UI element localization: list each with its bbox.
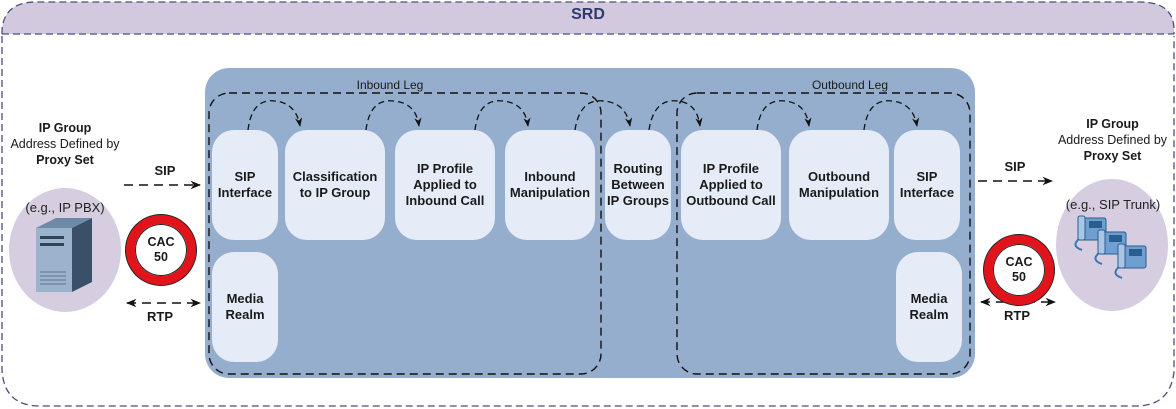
endpoint-left-title: IP Group: [38, 121, 92, 135]
endpoint-right-title-block: IP Group Address Defined by Proxy Set: [1050, 116, 1175, 164]
outbound-leg-boundary: [676, 92, 971, 375]
media-realm-inbound: Media Realm: [212, 252, 278, 362]
server-icon: [36, 218, 92, 292]
sip-label-right: SIP: [1004, 159, 1026, 174]
endpoint-right-example: (e.g., SIP Trunk): [1065, 197, 1161, 212]
flow-arrow: [474, 100, 531, 131]
endpoint-right-emphasis: Proxy Set: [1083, 149, 1142, 163]
stage-outbound-manipulation: Outbound Manipulation: [789, 130, 889, 240]
stage-sip-interface-outbound: SIP Interface: [894, 130, 960, 240]
stage-sip-interface-inbound: SIP Interface: [212, 130, 278, 240]
stage-classification: Classification to IP Group: [285, 130, 385, 240]
srd-header: [2, 2, 1174, 34]
endpoint-left-emphasis: Proxy Set: [36, 153, 94, 167]
flow-arrow: [365, 100, 422, 131]
stage-inbound-manipulation: Inbound Manipulation: [505, 130, 595, 240]
ip-phones-icon: [1074, 215, 1147, 279]
cac-right-label: CAC: [1005, 255, 1033, 269]
cac-left-value: 50: [154, 250, 168, 264]
flow-arrow: [574, 100, 633, 131]
endpoint-left-subtitle: Address Defined by: [10, 137, 120, 151]
flow-arrow: [247, 100, 303, 131]
cac-right-value: 50: [1012, 270, 1026, 284]
rtp-label-right: RTP: [1004, 308, 1030, 323]
endpoint-right-title: IP Group: [1086, 117, 1139, 131]
stage-ip-profile-inbound: IP Profile Applied to Inbound Call: [395, 130, 495, 240]
flow-arrow: [863, 100, 920, 131]
sip-label-left: SIP: [154, 163, 176, 178]
inbound-leg-boundary: [208, 92, 602, 375]
endpoint-left-example: (e.g., IP PBX): [25, 200, 105, 215]
flow-arrows: [247, 100, 920, 131]
srd-body-border: [1, 36, 1175, 407]
media-realm-outbound: Media Realm: [896, 252, 962, 362]
cac-left-label: CAC: [147, 235, 175, 249]
outbound-leg-label: Outbound Leg: [811, 78, 889, 92]
endpoint-left-title-block: IP Group Address Defined by Proxy Set: [5, 120, 125, 168]
endpoint-right-subtitle: Address Defined by: [1057, 133, 1168, 147]
flow-arrow: [648, 100, 703, 131]
srd-title: SRD: [571, 6, 605, 23]
rtp-label-left: RTP: [147, 309, 173, 324]
flow-arrow: [756, 100, 812, 131]
stage-routing: Routing Between IP Groups: [605, 130, 671, 240]
stage-ip-profile-outbound: IP Profile Applied to Outbound Call: [681, 130, 781, 240]
srd-header-border: [1, 1, 1175, 34]
inbound-leg-label: Inbound Leg: [356, 78, 424, 92]
